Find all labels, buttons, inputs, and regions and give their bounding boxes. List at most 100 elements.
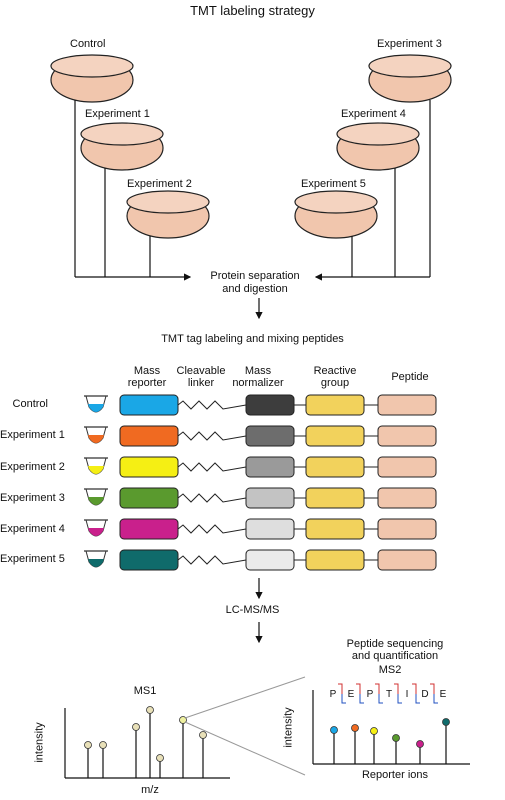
protein-sep-line2: and digestion bbox=[222, 283, 288, 295]
ms1-x-label: m/z bbox=[141, 784, 159, 796]
ms2-title: MS2 bbox=[378, 664, 402, 676]
header-linker-1: Cleavable bbox=[176, 365, 226, 377]
protein-sep-line1: Protein separation bbox=[210, 270, 300, 282]
b-ion-bracket bbox=[415, 694, 420, 704]
header-normalizer-2: normalizer bbox=[232, 377, 284, 389]
ms1-peak-marker bbox=[156, 754, 164, 762]
peptide-letter: I bbox=[406, 689, 409, 700]
ms1-peak-marker bbox=[199, 731, 207, 739]
dish-connectors bbox=[74, 100, 431, 644]
row-label-exp2: Experiment 2 bbox=[0, 461, 65, 473]
cleavable-linker bbox=[177, 400, 247, 410]
b-ion-bracket bbox=[397, 694, 402, 704]
mass-reporter-box bbox=[119, 425, 179, 447]
peptide-letter: P bbox=[330, 689, 337, 700]
tube-fill bbox=[88, 559, 104, 567]
header-mass-reporter-2: reporter bbox=[127, 377, 167, 389]
row-label-exp3: Experiment 3 bbox=[0, 492, 65, 504]
peptide-seq-line2: and quantification bbox=[351, 650, 439, 662]
label-exp1: Experiment 1 bbox=[85, 108, 150, 120]
header-normalizer-1: Mass bbox=[244, 365, 272, 377]
b-ion-bracket bbox=[378, 694, 383, 704]
peptide-letter: E bbox=[440, 689, 447, 700]
ms1-peak-marker bbox=[99, 741, 107, 749]
cleavable-linker bbox=[177, 493, 247, 503]
mass-normalizer-box bbox=[245, 549, 295, 571]
mass-reporter-box bbox=[119, 487, 179, 509]
y-ion-bracket bbox=[356, 683, 361, 694]
peptide-letter: D bbox=[421, 689, 428, 700]
header-linker-2: linker bbox=[187, 377, 215, 389]
ms2-reporter-peak-marker bbox=[370, 727, 378, 735]
mass-reporter-box bbox=[119, 394, 179, 416]
dish-exp5 bbox=[294, 190, 378, 239]
header-reactive-1: Reactive bbox=[313, 365, 357, 377]
y-ion-bracket bbox=[338, 683, 343, 694]
label-control: Control bbox=[70, 38, 106, 50]
ms1-peak-marker bbox=[179, 716, 187, 724]
dish-exp2 bbox=[126, 190, 210, 239]
b-ion-bracket bbox=[433, 694, 438, 704]
tube-fill bbox=[88, 466, 104, 474]
peptide-box bbox=[377, 394, 437, 416]
tube-fill bbox=[88, 497, 104, 505]
ms2-reporter-peak-marker bbox=[416, 740, 424, 748]
dish-exp4 bbox=[336, 122, 420, 171]
peptide-seq-line1: Peptide sequencing bbox=[346, 638, 444, 650]
peptide-letter: P bbox=[367, 689, 374, 700]
ms1-y-label: intensity bbox=[33, 722, 46, 763]
label-exp5: Experiment 5 bbox=[301, 178, 366, 190]
ms1-peak-marker bbox=[84, 741, 92, 749]
row-label-control: Control bbox=[12, 398, 48, 410]
peptide-box bbox=[377, 487, 437, 509]
y-ion-bracket bbox=[412, 683, 417, 694]
reactive-group-box bbox=[305, 456, 365, 478]
ms1-chart bbox=[64, 706, 230, 779]
mass-normalizer-box bbox=[245, 394, 295, 416]
ms2-reporter-peak-marker bbox=[330, 726, 338, 734]
mass-normalizer-box bbox=[245, 425, 295, 447]
label-exp2: Experiment 2 bbox=[127, 178, 192, 190]
cleavable-linker bbox=[177, 555, 247, 565]
peptide-box bbox=[377, 549, 437, 571]
y-ion-bracket bbox=[430, 683, 435, 694]
header-mass-reporter-1: Mass bbox=[133, 365, 161, 377]
ms1-title: MS1 bbox=[133, 685, 157, 697]
b-ion-bracket bbox=[359, 694, 364, 704]
lcms-label: LC-MS/MS bbox=[225, 604, 280, 616]
mass-reporter-box bbox=[119, 549, 179, 571]
ms2-reporter-peak-marker bbox=[442, 718, 450, 726]
cleavable-linker bbox=[177, 462, 247, 472]
dish-exp3 bbox=[368, 54, 452, 103]
peptide-box bbox=[377, 456, 437, 478]
label-exp4: Experiment 4 bbox=[341, 108, 406, 120]
peptide-letter: T bbox=[386, 689, 392, 700]
mass-reporter-box bbox=[119, 518, 179, 540]
row-label-exp5: Experiment 5 bbox=[0, 553, 65, 565]
y-ion-bracket bbox=[375, 683, 380, 694]
reactive-group-box bbox=[305, 394, 365, 416]
ms2-reporter-peak-marker bbox=[351, 724, 359, 732]
tmt-rows bbox=[84, 394, 437, 571]
peptide-letter: E bbox=[348, 689, 355, 700]
mass-normalizer-box bbox=[245, 518, 295, 540]
zoom-lines bbox=[184, 676, 306, 776]
ms2-reporter-peak-marker bbox=[392, 734, 400, 742]
header-peptide: Peptide bbox=[391, 371, 429, 383]
tube-fill bbox=[88, 404, 104, 412]
peptide-box bbox=[377, 425, 437, 447]
tmt-step-label: TMT tag labeling and mixing peptides bbox=[161, 333, 344, 345]
reactive-group-box bbox=[305, 549, 365, 571]
mass-normalizer-box bbox=[245, 456, 295, 478]
peptide-box bbox=[377, 518, 437, 540]
dish-control bbox=[50, 54, 134, 103]
cleavable-linker bbox=[177, 431, 247, 441]
reactive-group-box bbox=[305, 487, 365, 509]
mass-normalizer-box bbox=[245, 487, 295, 509]
dish-exp1 bbox=[80, 122, 164, 171]
ms2-y-label: intensity bbox=[282, 707, 295, 748]
ms1-peak-marker bbox=[146, 706, 154, 714]
header-reactive-2: group bbox=[320, 377, 350, 389]
